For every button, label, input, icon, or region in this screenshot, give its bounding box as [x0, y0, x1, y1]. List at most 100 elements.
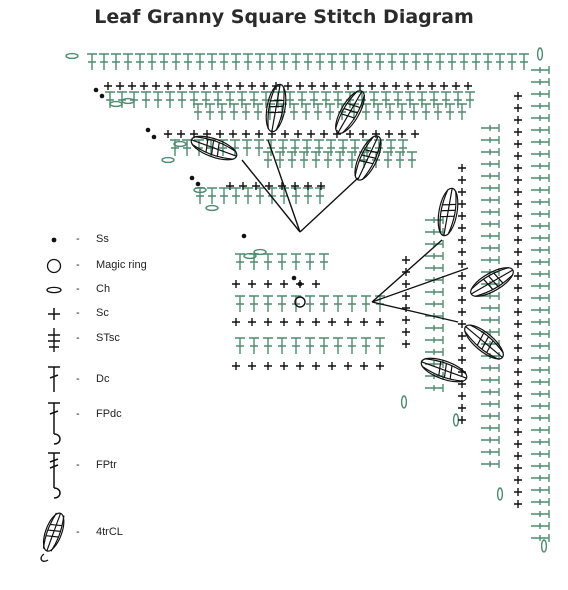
- chain-mark: [173, 140, 187, 148]
- sc-mark: [360, 318, 368, 326]
- leaf-veins: [191, 136, 237, 160]
- four-treble-cluster-icon: [40, 512, 65, 562]
- sc-mark: [458, 296, 466, 304]
- sc-mark: [402, 304, 410, 312]
- sc-mark: [264, 318, 272, 326]
- stsc-mark: [225, 91, 235, 108]
- sc-mark: [291, 182, 299, 190]
- chain-mark: [109, 100, 123, 108]
- stsc-mark: [531, 270, 550, 278]
- stsc-mark: [123, 53, 133, 70]
- sc-mark: [458, 332, 466, 340]
- chain-mark: [65, 52, 79, 60]
- sc-mark: [164, 130, 172, 138]
- sc-mark: [346, 130, 354, 138]
- stsc-mark: [531, 414, 550, 422]
- slip-stitch-mark: [189, 175, 195, 181]
- stsc-mark: [531, 330, 550, 338]
- sc-mark: [514, 284, 522, 292]
- stsc-mark: [277, 337, 287, 354]
- stsc-mark: [481, 400, 500, 408]
- stsc-mark: [531, 114, 550, 122]
- leaf-cluster: [354, 135, 382, 181]
- stsc-mark: [255, 53, 265, 70]
- stsc-mark: [531, 354, 550, 362]
- legend-label-4trcl: 4trCL: [96, 526, 123, 538]
- stsc-mark: [481, 148, 500, 156]
- stsc-mark: [399, 53, 409, 70]
- slip-stitch-mark: [195, 181, 201, 187]
- standing-single-crochet-icon: [48, 328, 60, 352]
- legend-label-ch: Ch: [96, 283, 111, 295]
- stsc-mark: [481, 184, 500, 192]
- sc-mark: [402, 328, 410, 336]
- sc-mark: [458, 260, 466, 268]
- legend-dash: -: [76, 459, 80, 471]
- sc-mark: [296, 82, 304, 90]
- sc-mark: [458, 248, 466, 256]
- stsc-mark: [327, 53, 337, 70]
- sc-mark: [458, 272, 466, 280]
- stsc-mark: [363, 53, 373, 70]
- stsc-mark: [279, 53, 289, 70]
- sc-mark: [398, 130, 406, 138]
- stsc-mark: [291, 337, 301, 354]
- legend-row-magic-ring: - Magic ring: [40, 254, 190, 278]
- stsc-mark: [425, 384, 444, 392]
- magic-ring-mark: [294, 296, 306, 308]
- stsc-mark: [393, 91, 403, 108]
- stsc-mark: [447, 53, 457, 70]
- sc-mark: [514, 344, 522, 352]
- stsc-mark: [495, 53, 505, 70]
- stsc-mark: [481, 136, 500, 144]
- stem-line: [299, 177, 359, 233]
- stsc-mark: [249, 91, 259, 108]
- black-stitch-grid: [93, 82, 522, 508]
- sc-mark: [252, 182, 260, 190]
- leaf-veins: [267, 84, 285, 132]
- stsc-mark: [531, 138, 550, 146]
- stsc-mark: [531, 378, 550, 386]
- sc-mark: [514, 500, 522, 508]
- stsc-mark: [531, 522, 550, 530]
- chain-mark: [536, 47, 544, 61]
- sc-mark: [216, 130, 224, 138]
- sc-mark: [177, 130, 185, 138]
- sc-mark: [312, 280, 320, 288]
- sc-mark: [359, 130, 367, 138]
- stsc-mark: [398, 139, 408, 156]
- sc-mark: [239, 182, 247, 190]
- sc-mark: [380, 82, 388, 90]
- sc-mark: [304, 182, 312, 190]
- sc-mark: [296, 318, 304, 326]
- legend-row-dc: - Dc: [40, 364, 190, 392]
- sc-mark: [428, 82, 436, 90]
- stsc-mark: [237, 91, 247, 108]
- sc-mark: [514, 116, 522, 124]
- sc-mark: [164, 82, 172, 90]
- stsc-mark: [453, 91, 463, 108]
- chain-mark: [193, 186, 207, 194]
- sc-mark: [514, 92, 522, 100]
- stsc-mark: [255, 187, 265, 204]
- stsc-mark: [481, 196, 500, 204]
- stsc-mark: [290, 139, 300, 156]
- stsc-mark: [182, 139, 192, 156]
- stsc-mark: [243, 187, 253, 204]
- sc-mark: [152, 82, 160, 90]
- front-post-double-crochet-icon: [48, 402, 61, 445]
- stsc-mark: [481, 172, 500, 180]
- stsc-mark: [481, 220, 500, 228]
- legend-dash: -: [76, 259, 80, 271]
- stsc-mark: [207, 53, 217, 70]
- leaf-cluster: [464, 324, 504, 360]
- stsc-mark: [507, 53, 517, 70]
- chain-mark: [452, 413, 460, 427]
- stsc-mark: [531, 366, 550, 374]
- stsc-mark: [531, 174, 550, 182]
- stsc-mark: [231, 53, 241, 70]
- stsc-mark: [375, 337, 385, 354]
- stsc-mark: [350, 139, 360, 156]
- sc-mark: [458, 236, 466, 244]
- sc-mark: [514, 308, 522, 316]
